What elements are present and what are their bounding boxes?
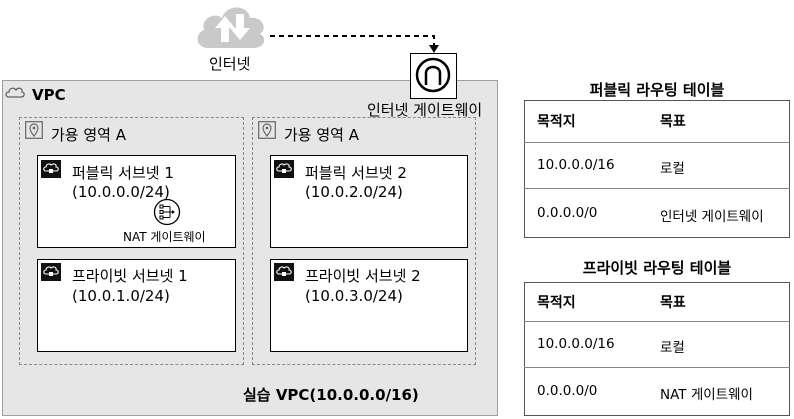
row-divider [524,142,790,143]
subnet-lock-icon [274,160,294,178]
private-subnet-1-name: 프라이빗 서브넷 1 [72,267,188,285]
public-rt-header-destination: 목적지 [537,114,576,130]
public-subnet-2-cidr: (10.0.2.0/24) [305,183,403,201]
private-rt-row1-destination: 10.0.0.0/16 [537,336,615,352]
public-subnet-2-name: 퍼블릭 서브넷 2 [305,164,407,182]
row-divider [524,321,790,322]
availability-zone-2 [252,117,476,365]
private-route-table-title: 프라이빗 라우팅 테이블 [582,259,732,277]
availability-zone-1 [19,117,244,365]
private-rt-row2-target: NAT 게이트웨이 [660,387,753,403]
private-subnet-1 [37,259,236,352]
public-subnet-1-cidr: (10.0.0.0/24) [72,183,170,201]
public-rt-header-target: 목표 [660,114,686,130]
private-route-table [524,282,790,416]
subnet-lock-icon [41,263,61,281]
vpc-title: 실습 VPC(10.0.0.0/16) [243,386,419,404]
public-route-table-title: 퍼블릭 라우팅 테이블 [589,81,725,99]
row-divider [524,188,790,189]
public-rt-row1-destination: 10.0.0.0/16 [537,157,615,173]
nat-gateway-icon [153,198,181,226]
public-subnet-2 [270,155,468,248]
private-rt-header-destination: 목적지 [537,295,576,311]
private-subnet-2-name: 프라이빗 서브넷 2 [305,267,421,285]
public-subnet-1 [37,155,236,248]
private-subnet-2 [270,259,468,352]
subnet-lock-icon [41,160,61,178]
private-subnet-2-cidr: (10.0.3.0/24) [305,287,403,305]
vpc-label: VPC [32,86,66,104]
private-rt-header-target: 목표 [660,295,686,311]
vpc-cloud-icon [4,83,26,101]
igw-label: 인터넷 게이트웨이 [367,101,483,119]
subnet-lock-icon [274,263,294,281]
private-rt-row1-target: 로컬 [660,340,685,356]
location-pin-icon [258,121,276,139]
nat-gateway-label: NAT 게이트웨이 [123,230,206,244]
internet-gateway-icon [410,53,457,99]
private-rt-row2-destination: 0.0.0.0/0 [537,383,598,399]
private-subnet-1-cidr: (10.0.1.0/24) [72,287,170,305]
location-pin-icon [25,121,43,139]
public-route-table [524,100,790,238]
public-rt-row2-destination: 0.0.0.0/0 [537,205,598,221]
internet-igw-connector [270,35,439,53]
public-rt-row2-target: 인터넷 게이트웨이 [660,209,764,225]
vpc-container [2,80,498,416]
internet-label: 인터넷 [209,55,251,73]
public-rt-row1-target: 로컬 [660,161,685,177]
availability-zone-1-label: 가용 영역 A [51,126,126,144]
row-divider [524,367,790,368]
internet-cloud-icon [197,7,265,48]
availability-zone-2-label: 가용 영역 A [284,126,359,144]
public-subnet-1-name: 퍼블릭 서브넷 1 [72,164,174,182]
